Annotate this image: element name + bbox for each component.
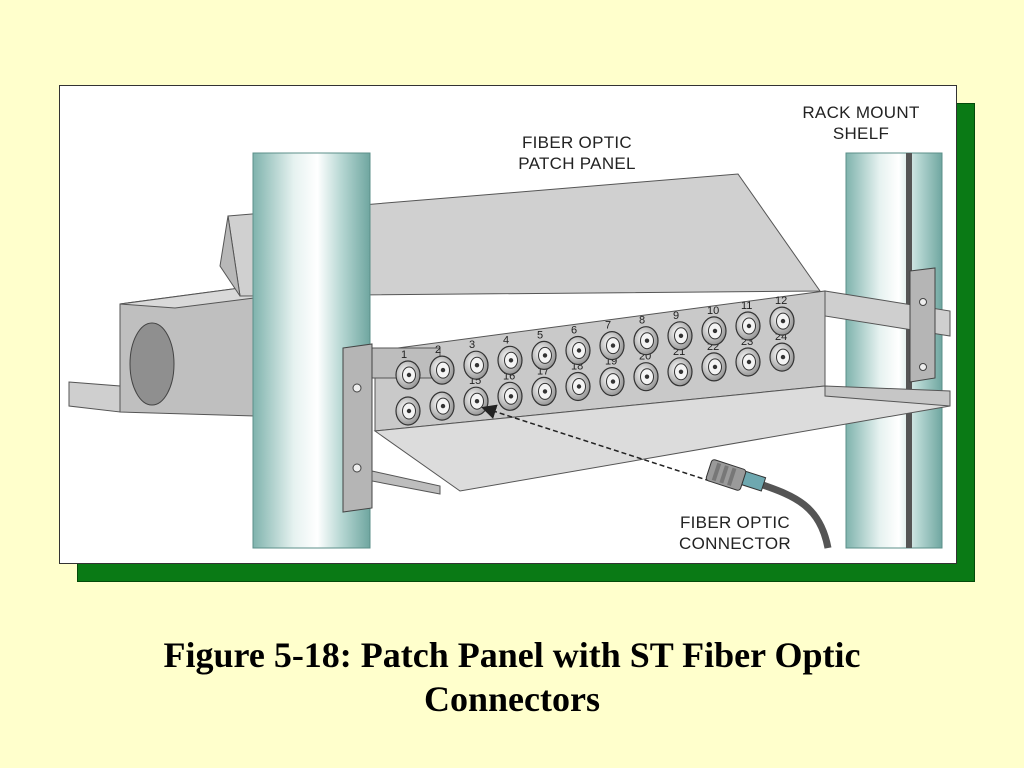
port-5: [531, 340, 557, 370]
port-3: [463, 350, 489, 380]
port-8: [633, 326, 659, 356]
port-9: [667, 321, 693, 351]
port-label-8: 8: [639, 315, 645, 327]
port-label-7: 7: [605, 320, 611, 332]
port-12: [769, 306, 795, 336]
fiber-optic-connector: [705, 459, 832, 549]
port-19: [599, 367, 625, 397]
port-15: [463, 386, 489, 416]
port-21: [667, 357, 693, 387]
right-rack-post-edge: [906, 153, 912, 548]
port-17: [531, 376, 557, 406]
caption-line-2: Connectors: [424, 679, 600, 719]
fiber-optic-connector-label: FIBER OPTIC CONNECTOR: [679, 513, 791, 553]
port-16: [497, 381, 523, 411]
port-label-11: 11: [741, 300, 752, 312]
caption-line-1: Figure 5-18: Patch Panel with ST Fiber O…: [163, 635, 861, 675]
port-label-10: 10: [707, 305, 719, 317]
port-label-4: 4: [503, 334, 509, 346]
port-13: [395, 396, 421, 426]
port-18: [565, 371, 591, 402]
port-7: [599, 331, 625, 361]
figure-caption: Figure 5-18: Patch Panel with ST Fiber O…: [0, 633, 1024, 721]
port-label-5: 5: [537, 329, 543, 341]
port-11: [735, 311, 761, 341]
port-14: [429, 391, 455, 421]
port-2: [429, 355, 455, 385]
panel-lid: [219, 173, 821, 297]
port-label-3: 3: [469, 339, 475, 351]
port-20: [633, 362, 659, 392]
port-6: [565, 335, 591, 366]
port-1: [395, 360, 421, 390]
patch-panel-label: FIBER OPTIC PATCH PANEL: [518, 133, 636, 173]
port-label-12: 12: [775, 295, 787, 307]
port-label-2: 2: [435, 344, 441, 356]
port-10: [701, 316, 727, 346]
port-label-6: 6: [571, 325, 577, 337]
port-4: [497, 345, 523, 375]
port-label-1: 1: [401, 349, 407, 361]
port-label-9: 9: [673, 310, 679, 322]
port-23: [735, 347, 761, 377]
st-connector-ports: [395, 306, 795, 426]
port-22: [701, 352, 727, 382]
rack-mount-shelf-label: RACK MOUNT SHELF: [802, 103, 920, 143]
port-24: [769, 342, 795, 372]
